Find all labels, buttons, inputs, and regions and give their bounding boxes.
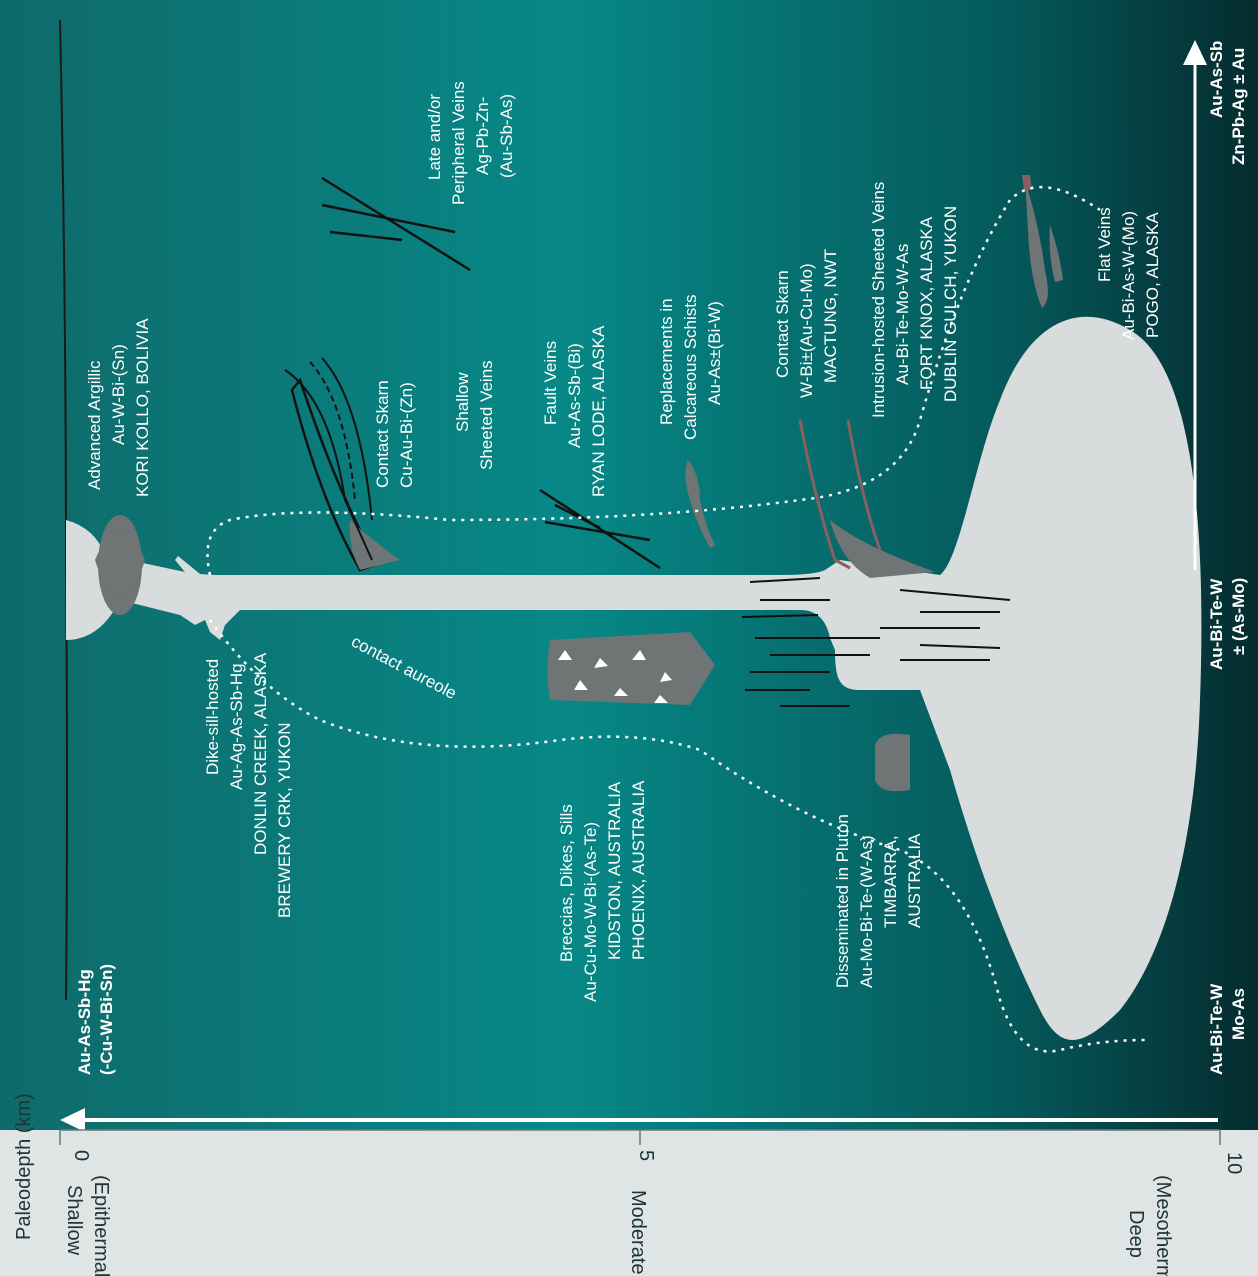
svg-text:DUBLIN GULCH, YUKON: DUBLIN GULCH, YUKON — [941, 206, 960, 402]
svg-text:Contact Skarn: Contact Skarn — [373, 380, 392, 488]
svg-text:Late and/or: Late and/or — [425, 94, 444, 180]
svg-text:Cu-Au-Bi-(Zn): Cu-Au-Bi-(Zn) — [397, 382, 416, 488]
svg-text:Dike-sill-hosted: Dike-sill-hosted — [203, 659, 222, 775]
svg-text:Au-Bi-Te-Mo-W-As: Au-Bi-Te-Mo-W-As — [893, 244, 912, 385]
svg-text:Intrusion-hosted Sheeted Veins: Intrusion-hosted Sheeted Veins — [869, 182, 888, 418]
svg-text:Au-Ag-As-Sb-Hg: Au-Ag-As-Sb-Hg — [227, 663, 246, 790]
svg-text:Calcareous Schists: Calcareous Schists — [681, 294, 700, 440]
svg-text:Au-Bi-Te-W: Au-Bi-Te-W — [1207, 983, 1226, 1075]
svg-text:Shallow: Shallow — [63, 1185, 85, 1256]
svg-text:Au-W-Bi-(Sn): Au-W-Bi-(Sn) — [109, 344, 128, 445]
svg-text:Contact Skarn: Contact Skarn — [773, 270, 792, 378]
svg-text:Ag-Pb-Zn-: Ag-Pb-Zn- — [473, 97, 492, 175]
breccia-body — [548, 632, 716, 705]
svg-text:Shallow: Shallow — [453, 372, 472, 432]
svg-text:Breccias, Dikes, Sills: Breccias, Dikes, Sills — [557, 804, 576, 962]
svg-text:Paleodepth (km): Paleodepth (km) — [13, 1093, 35, 1240]
svg-text:Disseminated in Pluton: Disseminated in Pluton — [833, 814, 852, 988]
svg-text:Au-As-Sb-(Bi): Au-As-Sb-(Bi) — [565, 343, 584, 448]
svg-text:TIMBARRA,: TIMBARRA, — [881, 835, 900, 928]
svg-text:Flat Veins: Flat Veins — [1095, 207, 1114, 282]
svg-text:PHOENIX, AUSTRALIA: PHOENIX, AUSTRALIA — [629, 780, 648, 960]
svg-text:(Au-Sb-As): (Au-Sb-As) — [497, 94, 516, 178]
svg-text:Au-Mo-Bi-Te-(W-As): Au-Mo-Bi-Te-(W-As) — [857, 835, 876, 988]
svg-text:KIDSTON, AUSTRALIA: KIDSTON, AUSTRALIA — [605, 781, 624, 960]
svg-text:DONLIN CREEK, ALASKA: DONLIN CREEK, ALASKA — [251, 652, 270, 855]
tick-label-0: 0 — [70, 1150, 92, 1161]
svg-text:RYAN LODE, ALASKA: RYAN LODE, ALASKA — [589, 325, 608, 497]
svg-text:Au-As-Sb-Hg: Au-As-Sb-Hg — [75, 969, 94, 1075]
zone-moderate: Moderate — [627, 1190, 649, 1275]
svg-text:Replacements in: Replacements in — [657, 298, 676, 425]
svg-text:Deep: Deep — [1125, 1210, 1147, 1258]
svg-text:(-Cu-W-Bi-Sn): (-Cu-W-Bi-Sn) — [97, 964, 116, 1075]
disseminated-body — [875, 734, 910, 792]
svg-text:AUSTRALIA: AUSTRALIA — [905, 833, 924, 928]
svg-text:(Mesothermal): (Mesothermal) — [1152, 1175, 1174, 1276]
svg-text:W-Bi±(Au-Cu-Mo): W-Bi±(Au-Cu-Mo) — [797, 263, 816, 398]
svg-text:Mo-As: Mo-As — [1229, 988, 1248, 1040]
svg-text:Peripheral Veins: Peripheral Veins — [449, 81, 468, 205]
svg-text:Au-Cu-Mo-W-Bi-(As-Te): Au-Cu-Mo-W-Bi-(As-Te) — [581, 822, 600, 1002]
svg-text:FORT KNOX, ALASKA: FORT KNOX, ALASKA — [917, 216, 936, 390]
svg-text:Zn-Pb-Ag ± Au: Zn-Pb-Ag ± Au — [1229, 48, 1248, 165]
svg-text:Au-Bi-As-W-(Mo): Au-Bi-As-W-(Mo) — [1119, 211, 1138, 340]
svg-text:BREWERY CRK, YUKON: BREWERY CRK, YUKON — [275, 722, 294, 918]
svg-text:POGO, ALASKA: POGO, ALASKA — [1143, 212, 1162, 338]
axis-title: Paleodepth (km) — [13, 1093, 35, 1240]
svg-text:Au-Bi-Te-W: Au-Bi-Te-W — [1207, 578, 1226, 670]
svg-text:± (As-Mo): ± (As-Mo) — [1229, 578, 1248, 655]
svg-text:Au-As±(Bi-W): Au-As±(Bi-W) — [705, 301, 724, 405]
svg-text:Fault Veins: Fault Veins — [541, 341, 560, 425]
svg-text:(Epithermal): (Epithermal) — [90, 1175, 112, 1276]
svg-text:Au-As-Sb: Au-As-Sb — [1207, 41, 1226, 118]
svg-text:Advanced Argillic: Advanced Argillic — [85, 360, 104, 490]
tick-label-5: 5 — [635, 1150, 657, 1161]
svg-text:KORI KOLLO, BOLIVIA: KORI KOLLO, BOLIVIA — [133, 318, 152, 497]
tick-label-10: 10 — [1223, 1152, 1245, 1174]
svg-text:Sheeted Veins: Sheeted Veins — [477, 360, 496, 470]
label-contact-skarn-deep: Contact Skarn W-Bi±(Au-Cu-Mo) MACTUNG, N… — [773, 249, 840, 398]
svg-text:MACTUNG, NWT: MACTUNG, NWT — [821, 249, 840, 383]
